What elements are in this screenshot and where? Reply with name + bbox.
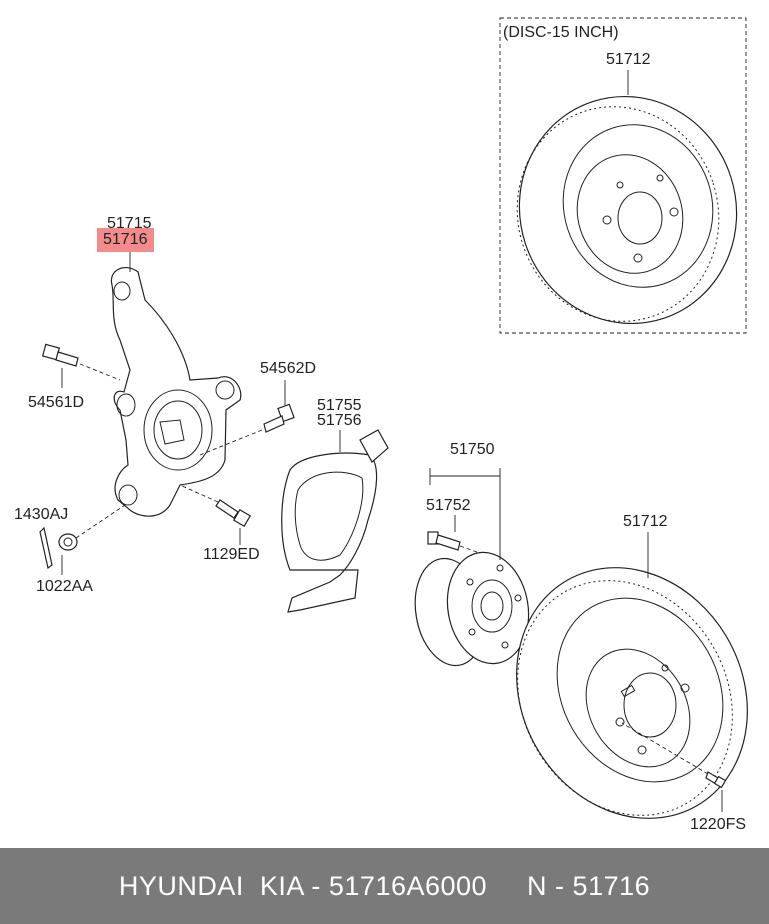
label-51756: 51756 [317, 412, 362, 429]
label-51715: 51715 [107, 215, 152, 232]
label-1220FS: 1220FS [690, 816, 747, 833]
main-brake-disc [516, 567, 748, 819]
hub-bolt-51752 [427, 531, 461, 551]
label-1129ED: 1129ED [203, 546, 260, 563]
bolt-54561D [41, 343, 79, 367]
label-1022AA: 1022AA [36, 578, 93, 595]
label-54562D: 54562D [260, 360, 317, 377]
parts-diagram [39, 17, 748, 819]
steering-knuckle [110, 267, 242, 517]
label-51712-inset: 51712 [606, 51, 651, 68]
inset-brake-disc [516, 95, 738, 325]
screw-1220FS [705, 771, 727, 789]
cotter-pin [39, 526, 53, 570]
label-51716-highlight: 51716 [97, 228, 154, 252]
label-51755: 51755 [317, 397, 362, 414]
bolt-54562D [263, 403, 295, 433]
label-54561D: 54561D [28, 394, 85, 411]
label-1430AJ: 1430AJ [14, 506, 69, 523]
footer-part-number: HYUNDAI KIA - 51716A6000 N - 51716 [118, 871, 651, 901]
castle-nut [58, 533, 78, 551]
label-51750: 51750 [450, 441, 495, 458]
footer-bar: HYUNDAI KIA - 51716A6000 N - 51716 [0, 848, 769, 924]
dust-cover [281, 429, 389, 613]
inset-title: (DISC-15 INCH) [503, 24, 619, 41]
label-51752: 51752 [426, 497, 471, 514]
label-51712-main: 51712 [623, 513, 668, 530]
inset-box [499, 17, 747, 334]
bolt-1129ED [215, 499, 252, 528]
hub-assembly [414, 551, 530, 667]
